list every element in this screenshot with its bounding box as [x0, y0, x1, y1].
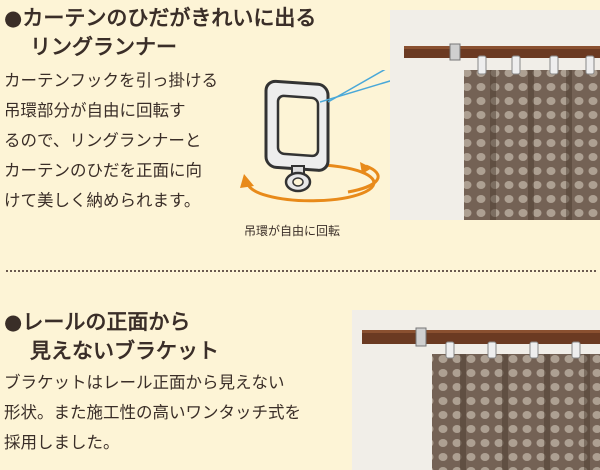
ring-runner-photo: [390, 10, 600, 220]
section-divider: [6, 270, 596, 272]
ring-runner-heading-line2: リングランナー: [30, 35, 177, 59]
ring-runner-rotation-icon: [228, 61, 399, 220]
description-line: ブラケットはレール正面から見えない: [4, 373, 285, 392]
description-line: カーテンのひだを正面に向: [4, 161, 202, 180]
ring-runner-description: カーテンフックを引っ掛ける 吊環部分が自由に回転す るので、リングランナーと カ…: [4, 66, 218, 216]
description-line: 吊環部分が自由に回転す: [4, 101, 186, 120]
rotation-caption: 吊環が自由に回転: [244, 224, 341, 238]
description-line: けて美しく納められます。: [4, 191, 201, 210]
description-line: るので、リングランナーと: [4, 131, 202, 150]
description-line: カーテンフックを引っ掛ける: [4, 71, 219, 90]
ring-runner-heading: ●カーテンのひだがきれいに出る リングランナー: [4, 4, 316, 62]
ring-runner-section: ●カーテンのひだがきれいに出る リングランナー カーテンフックを引っ掛ける 吊環…: [4, 4, 600, 238]
bracket-photo: [352, 310, 600, 470]
bracket-heading-line2: 見えないブラケット: [30, 339, 219, 363]
bracket-heading-line1: ●レールの正面から: [4, 310, 191, 334]
bracket-description: ブラケットはレール正面から見えない 形状。また施工性の高いワンタッチ式を 採用し…: [4, 368, 344, 458]
description-line: 形状。また施工性の高いワンタッチ式を: [4, 403, 301, 422]
bracket-section: ●レールの正面から 見えないブラケット ブラケットはレール正面から見えない 形状…: [0, 296, 600, 470]
ring-runner-heading-line1: ●カーテンのひだがきれいに出る: [4, 6, 317, 30]
description-line: 採用しました。: [4, 433, 120, 452]
bracket-heading: ●レールの正面から 見えないブラケット: [4, 308, 219, 366]
